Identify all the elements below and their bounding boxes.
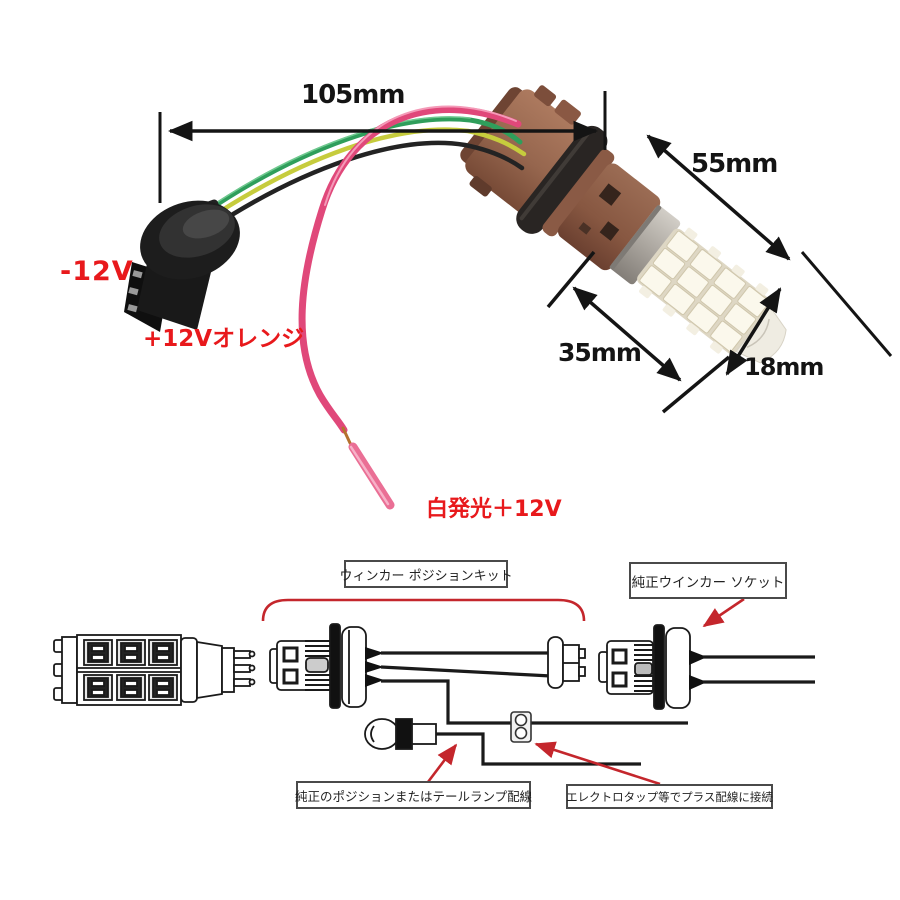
ext-line-35-bottom [661, 355, 731, 414]
black-connector-photo [124, 199, 240, 332]
label-positive-12v-orange: +12Vオレンジ [143, 326, 305, 352]
dimension-arrow-35mm [572, 286, 682, 382]
dimension-label-105mm: 105mm [301, 80, 405, 110]
dimension-label-18mm: 18mm [744, 353, 824, 381]
callout-stock-position-wire: 純正のポジションまたはテールランプ配線 [295, 781, 532, 809]
diagram-red-annotations [261, 597, 745, 786]
diagram-stock-socket [598, 624, 707, 710]
diagram-led-chips [83, 639, 178, 701]
diagram-kit-wires [380, 651, 688, 725]
connector-terminals [127, 270, 143, 313]
pink-wire [298, 105, 522, 510]
callout-electro-tap: エレクトロタップ等でプラス配線に接続 [566, 784, 773, 809]
callout-stock-winker-socket: 純正ウインカー ソケット [629, 562, 787, 599]
dimension-annotations [158, 91, 893, 414]
diagram-positive-tap-wire [381, 679, 688, 725]
ext-line-35-top [546, 250, 596, 309]
kit-brace [261, 598, 586, 622]
stripped-copper [341, 426, 352, 445]
label-negative-12v: -12V [60, 256, 134, 287]
diagram-position-wire [436, 732, 641, 766]
arrow-to-position-wire [426, 743, 458, 783]
diagram-stock-socket-wires [703, 655, 815, 684]
dimension-label-55mm: 55mm [691, 149, 778, 179]
label-white-light-12v: 白発光＋12V [426, 497, 562, 522]
diagram-kit-connector [269, 623, 384, 709]
dimension-arrow-55mm [646, 134, 791, 261]
dimension-label-35mm: 35mm [558, 338, 642, 367]
callout-winker-position-kit: ウィンカー ポジションキット [339, 560, 513, 588]
arrow-to-socket [702, 597, 745, 628]
dimension-arrow-18mm [725, 287, 782, 376]
diagram-wedge-plug [547, 636, 586, 689]
arrow-to-electro-tap [534, 741, 661, 786]
ext-line-18-top [800, 251, 893, 357]
diagram-electro-tap [510, 711, 532, 743]
diagram-position-bulb [364, 718, 641, 766]
diagram-led-bulb [53, 634, 256, 706]
